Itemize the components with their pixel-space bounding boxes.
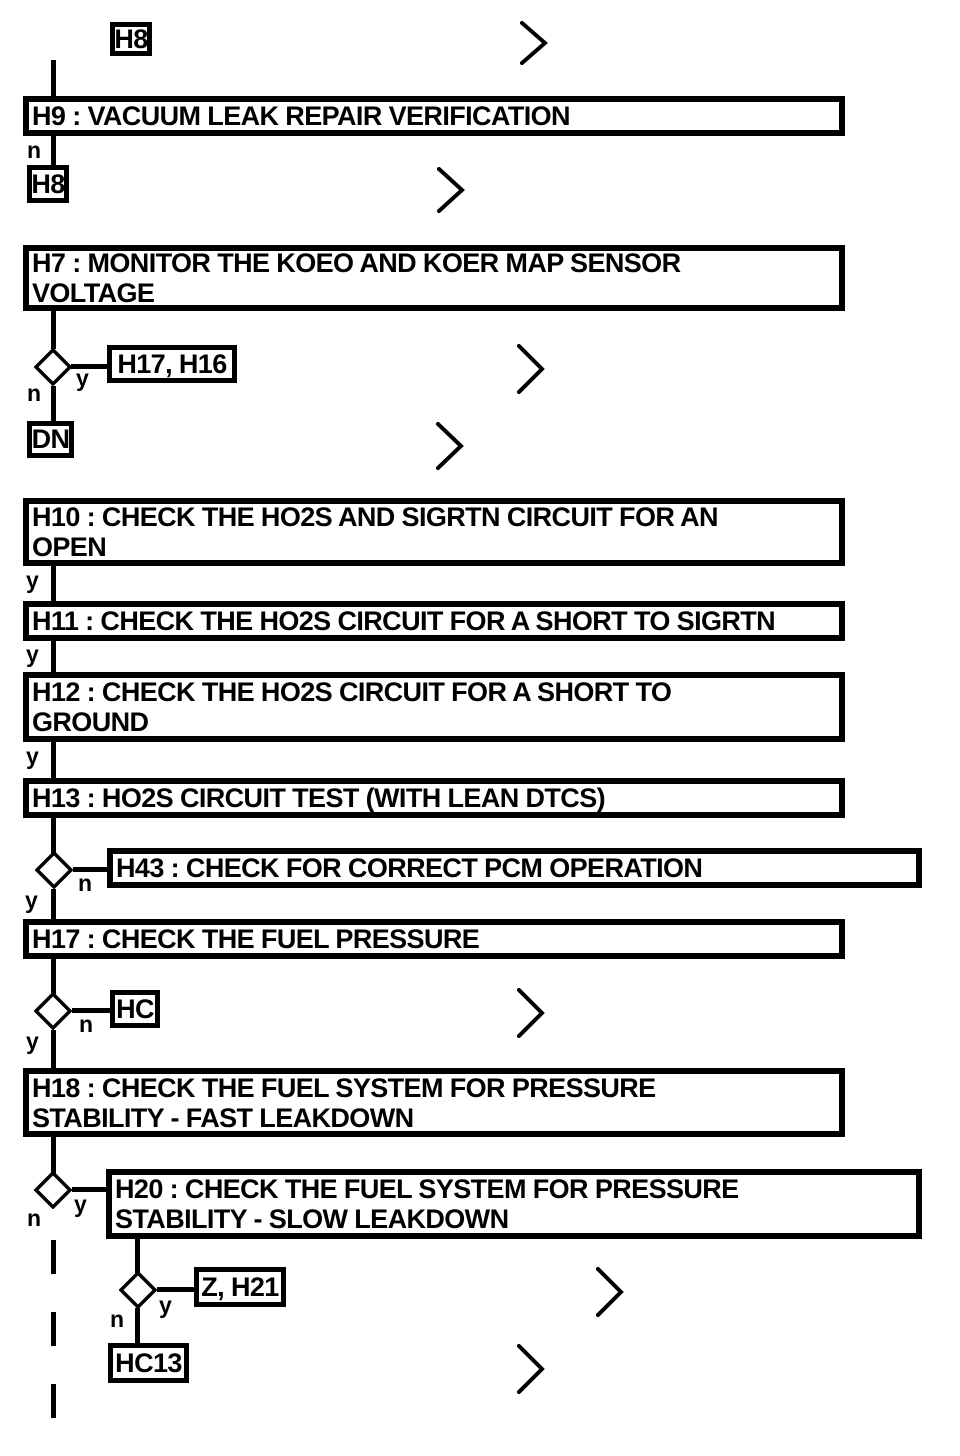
branch-label-yes: y	[74, 1191, 87, 1217]
branch-label-no: n	[78, 870, 92, 896]
chevron-right-icon	[520, 21, 548, 65]
node-h18: H18 : CHECK THE FUEL SYSTEM FOR PRESSURE…	[23, 1068, 845, 1137]
connector-line	[135, 1308, 140, 1344]
chevron-right-icon	[437, 167, 465, 213]
branch-label-no: n	[27, 380, 41, 406]
decision-diamond	[34, 992, 72, 1030]
node-h20: H20 : CHECK THE FUEL SYSTEM FOR PRESSURE…	[106, 1169, 922, 1239]
branch-label-yes: y	[26, 743, 39, 769]
node-h43: H43 : CHECK FOR CORRECT PCM OPERATION	[107, 848, 922, 888]
connector-line	[51, 60, 56, 97]
branch-label-no: n	[27, 1205, 41, 1231]
node-hc-ref: HC	[110, 990, 160, 1028]
connector-line	[135, 1239, 140, 1273]
connector-line	[51, 889, 56, 919]
connector-line	[51, 818, 56, 853]
node-h10: H10 : CHECK THE HO2S AND SIGRTN CIRCUIT …	[23, 498, 845, 566]
branch-label-no: n	[27, 137, 41, 163]
node-h11: H11 : CHECK THE HO2S CIRCUIT FOR A SHORT…	[23, 601, 845, 641]
branch-label-yes: y	[26, 1028, 39, 1054]
branch-label-no: n	[79, 1011, 93, 1037]
chevron-right-icon	[517, 988, 545, 1038]
connector-line	[51, 311, 56, 349]
decision-diamond	[34, 1171, 72, 1209]
decision-diamond	[34, 348, 72, 386]
node-h8-ref-2: H8	[27, 165, 69, 203]
node-h8-ref-top: H8	[110, 22, 152, 56]
node-h17-h16-ref: H17, H16	[107, 345, 237, 383]
node-z-h21-ref: Z, H21	[194, 1267, 286, 1307]
branch-label-yes: y	[25, 887, 38, 913]
branch-label-yes: y	[76, 365, 89, 391]
node-h7: H7 : MONITOR THE KOEO AND KOER MAP SENSO…	[23, 245, 845, 311]
chevron-right-icon	[517, 1344, 545, 1394]
connector-line	[51, 641, 56, 673]
connector-line	[51, 959, 56, 994]
decision-diamond	[35, 851, 73, 889]
branch-label-yes: y	[26, 641, 39, 667]
node-h9: H9 : VACUUM LEAK REPAIR VERIFICATION	[23, 96, 845, 136]
decision-diamond	[119, 1271, 157, 1309]
chevron-right-icon	[596, 1267, 624, 1317]
connector-line	[51, 1137, 56, 1173]
node-dn-ref: DN	[27, 421, 74, 458]
connector-line	[51, 136, 56, 166]
branch-label-no: n	[110, 1306, 124, 1332]
node-h12: H12 : CHECK THE HO2S CIRCUIT FOR A SHORT…	[23, 672, 845, 742]
dashed-connector-line	[51, 1240, 56, 1422]
connector-line	[51, 742, 56, 778]
connector-line	[71, 364, 107, 369]
connector-line	[73, 867, 107, 872]
connector-line	[72, 1008, 110, 1013]
node-h17: H17 : CHECK THE FUEL PRESSURE	[23, 919, 845, 959]
chevron-right-icon	[517, 344, 545, 394]
node-h13: H13 : HO2S CIRCUIT TEST (WITH LEAN DTCS)	[23, 778, 845, 818]
node-hc13-ref: HC13	[108, 1343, 189, 1383]
branch-label-yes: y	[26, 567, 39, 593]
branch-label-yes: y	[159, 1292, 172, 1318]
connector-line	[157, 1287, 194, 1292]
chevron-right-icon	[436, 422, 464, 470]
connector-line	[51, 566, 56, 602]
connector-line	[51, 1030, 56, 1068]
connector-line	[72, 1187, 106, 1192]
connector-line	[51, 386, 56, 421]
